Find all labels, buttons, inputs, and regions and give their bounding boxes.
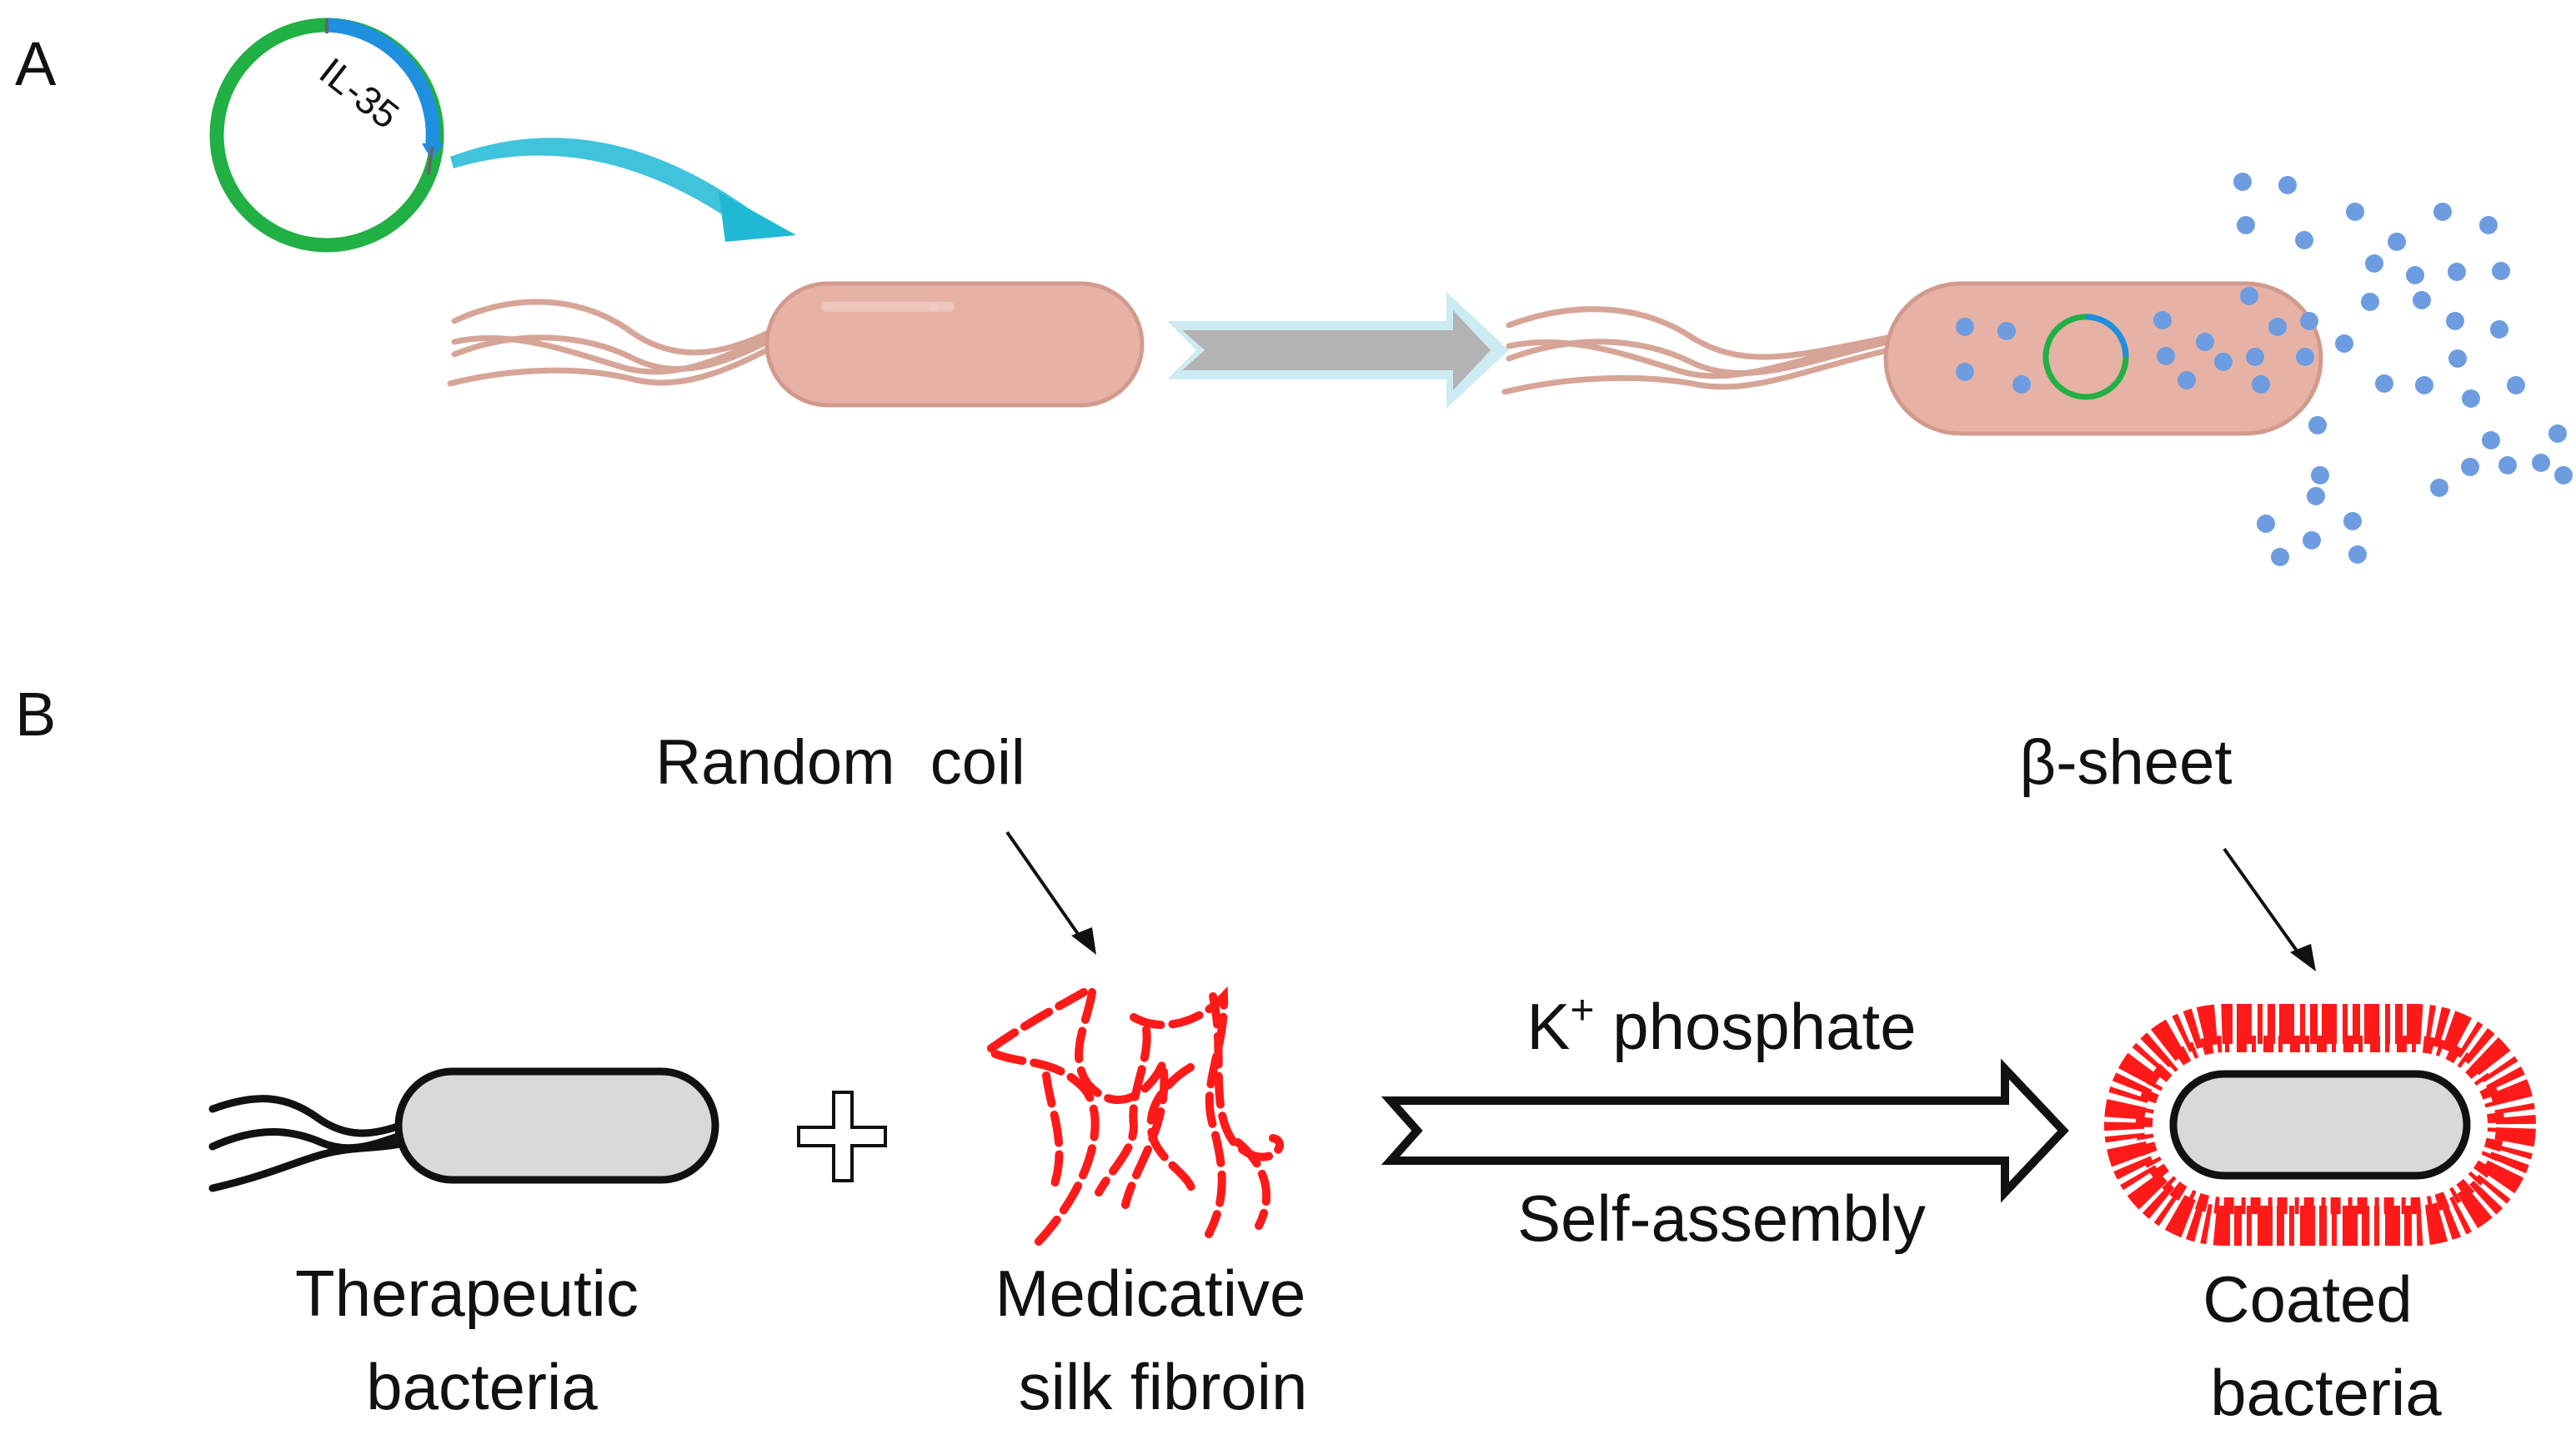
panel-a-letter: A [15, 29, 57, 98]
silk-fibroin-coils [980, 986, 1284, 1247]
process-arrow [1167, 292, 1509, 409]
il35-particles [1956, 173, 2573, 566]
plasmid-icon: IL-35 [209, 18, 444, 253]
fibroin-label-line1: Medicative [995, 1257, 1306, 1330]
beta-sheet-label: β-sheet [2020, 727, 2233, 798]
coated-bacterium [2104, 1004, 2536, 1246]
transfection-arrow [450, 138, 796, 242]
bacterium-body [394, 1067, 719, 1184]
panel-b: B Therapeutic bacteria Random coil [15, 680, 2536, 1429]
self-assembly-arrow [1381, 1058, 2069, 1203]
bacteria-label-line1: Therapeutic [295, 1257, 639, 1330]
bacterium-body [2169, 1070, 2471, 1180]
panel-b-letter: B [15, 680, 56, 749]
bacterium-body [764, 281, 1145, 408]
bacterium-body [1883, 281, 2323, 436]
arrow-bottom-label: Self-assembly [1517, 1182, 1926, 1255]
panel-a: A IL-35 [15, 18, 2573, 566]
inner-plasmid-icon [2042, 314, 2129, 400]
random-coil-pointer [1005, 830, 1085, 944]
arrow-top-rest: phosphate [1595, 990, 1917, 1063]
coated-label-line1: Coated [2203, 1262, 2413, 1336]
plasmid-gene-label: IL-35 [312, 49, 408, 138]
beta-sheet-pointer [2223, 847, 2304, 961]
silk-coating [2104, 1004, 2536, 1246]
coated-label-line2: bacteria [2210, 1356, 2442, 1429]
bacterium-before [447, 281, 1145, 408]
random-coil-label: Random coil [655, 727, 1025, 798]
fibroin-label-line2: silk fibroin [1019, 1350, 1308, 1423]
potassium-charge: + [1570, 986, 1594, 1033]
plus-icon [797, 1091, 887, 1182]
bacteria-label-line2: bacteria [366, 1350, 598, 1423]
therapeutic-bacterium [208, 1067, 719, 1192]
flagella [447, 299, 779, 387]
arrow-top-label: K+ phosphate [1526, 986, 1916, 1063]
flagella [1501, 306, 1892, 395]
bacterium-after [1501, 173, 2573, 566]
potassium-symbol: K [1526, 990, 1570, 1063]
